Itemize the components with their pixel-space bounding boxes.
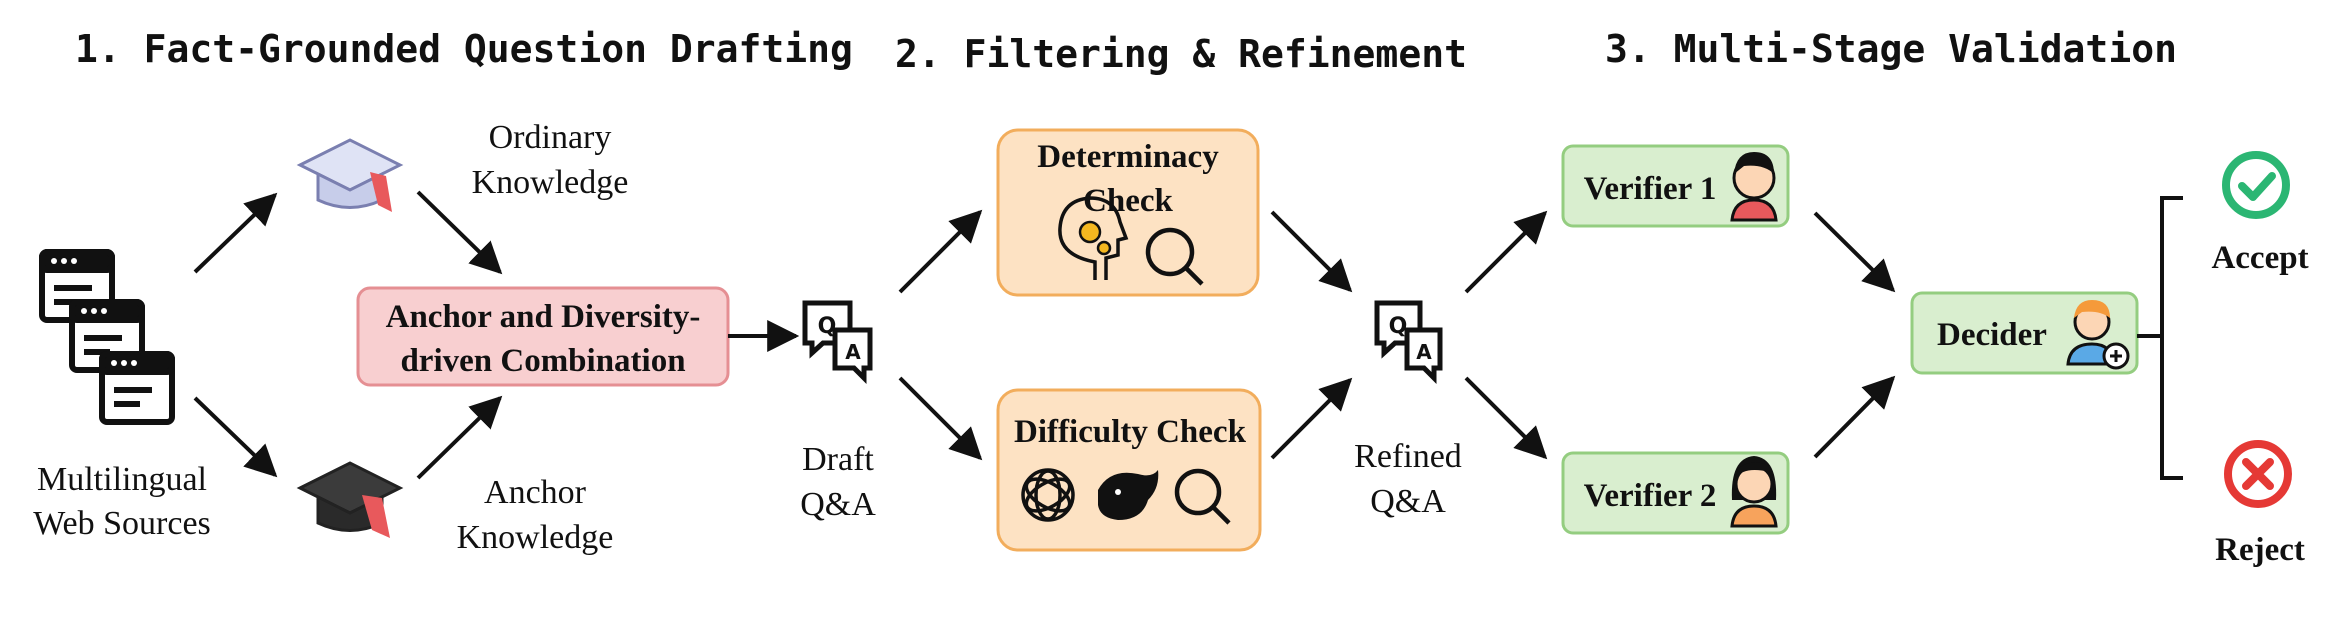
verifier-1-label: Verifier 1 (1584, 171, 1717, 207)
magnifier-icon (1145, 227, 1204, 286)
ordinary-knowledge-icon (296, 138, 404, 212)
refined-label-line1: Refined (1354, 438, 1462, 475)
refined-label-line2: Q&A (1370, 483, 1446, 520)
deepseek-whale-icon (1098, 470, 1159, 520)
verifier-2-label: Verifier 2 (1584, 478, 1717, 514)
draft-qa-icon-q: Q (818, 314, 837, 339)
ordinary-label-line1: Ordinary (489, 119, 612, 156)
arrow-anchor-to-combination (416, 395, 503, 480)
female-person-icon (1730, 456, 1778, 528)
arrow-refined-to-verifier1 (1464, 210, 1548, 294)
verifier-2-box (1561, 451, 1790, 535)
accept-label: Accept (2211, 240, 2308, 276)
ordinary-label-line2: Knowledge (472, 164, 629, 201)
accept-check-icon (2222, 151, 2290, 219)
stage-2-title: 2. Filtering & Refinement (895, 32, 1467, 76)
arrow-difficulty-to-refined (1270, 377, 1353, 460)
refined-qa-icon-q: Q (1389, 314, 1408, 339)
arrow-draft-to-difficulty (898, 376, 983, 461)
reject-label: Reject (2215, 532, 2305, 568)
arrow-refined-to-verifier2 (1464, 376, 1548, 460)
sources-label-line2: Web Sources (33, 505, 211, 542)
refined-qa-icon-a: A (1416, 340, 1432, 364)
arrow-verifier1-to-decider (1813, 211, 1896, 293)
arrow-draft-to-determinacy (898, 209, 983, 294)
arrow-ordinary-to-combination (416, 190, 503, 275)
refined-qa-icon (1374, 300, 1443, 385)
arrow-sources-to-ordinary (193, 192, 278, 274)
draft-qa-icon-a: A (845, 340, 861, 364)
draft-label-line1: Draft (802, 441, 874, 478)
anchor-label-line2: Knowledge (457, 519, 614, 556)
brain-gear-icon (1058, 196, 1129, 280)
combination-label-line2: driven Combination (400, 343, 685, 379)
arrow-verifier2-to-decider (1813, 375, 1896, 459)
stage-3-title: 3. Multi-Stage Validation (1605, 27, 2177, 71)
arrow-determinacy-to-refined (1270, 210, 1353, 293)
openai-icon (1021, 468, 1075, 522)
draft-label-line2: Q&A (800, 486, 876, 523)
reject-x-icon (2224, 440, 2292, 508)
draft-qa-icon (802, 300, 873, 385)
stage-1-title: 1. Fact-Grounded Question Drafting (75, 27, 853, 71)
web-sources-icon (39, 249, 175, 425)
decider-person-icon (2066, 300, 2130, 370)
verifier-1-box (1561, 144, 1790, 228)
male-person-icon (1730, 152, 1778, 222)
decider-label: Decider (1937, 317, 2047, 353)
decision-bracket (2137, 196, 2183, 480)
anchor-knowledge-icon (296, 461, 404, 538)
combination-label-line1: Anchor and Diversity- (386, 299, 701, 335)
determinacy-label-line1: Determinacy (1037, 139, 1219, 175)
magnifier-icon-2 (1174, 468, 1231, 525)
sources-label-line1: Multilingual (37, 461, 207, 498)
arrow-sources-to-anchor (193, 396, 278, 478)
difficulty-label: Difficulty Check (1014, 414, 1247, 450)
anchor-label-line1: Anchor (484, 474, 587, 511)
determinacy-label-line2: Check (1083, 183, 1173, 219)
